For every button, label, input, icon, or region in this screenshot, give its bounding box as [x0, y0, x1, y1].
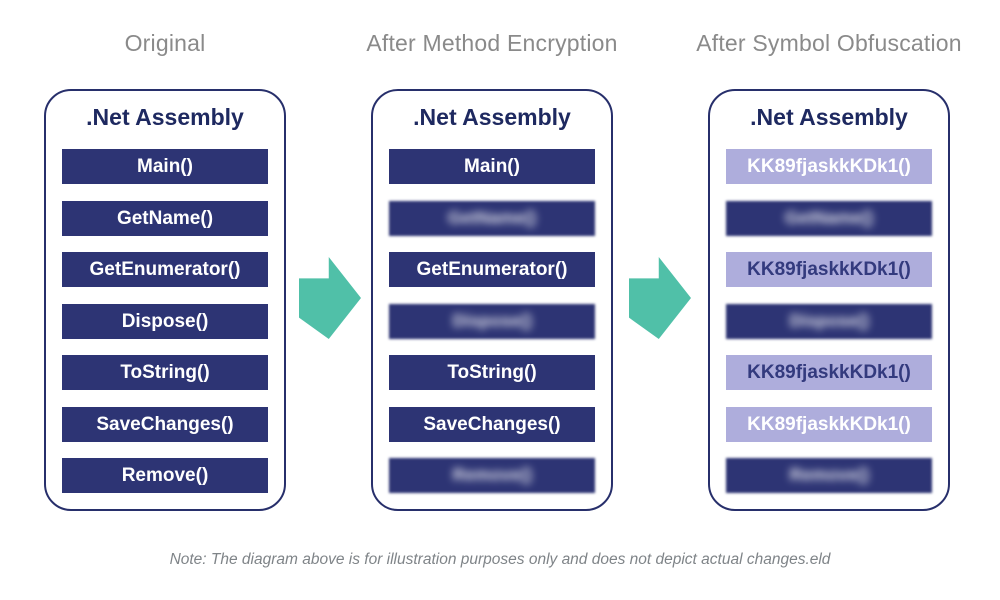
method-label: Remove()	[789, 465, 869, 486]
method-label: KK89fjaskkKDk1()	[747, 259, 911, 280]
assembly-panel-after-symbol-obfuscation: .Net Assembly KK89fjaskkKDk1() GetName()…	[708, 89, 950, 511]
method-list: KK89fjaskkKDk1() GetName() KK89fjaskkKDk…	[726, 149, 932, 493]
method-label: SaveChanges()	[96, 413, 234, 435]
column-header-original: Original	[124, 30, 206, 56]
method-label: GetName()	[784, 208, 874, 228]
method-row: ToString()	[389, 355, 595, 390]
method-label: Main()	[464, 156, 520, 177]
method-label: GetName()	[116, 207, 214, 229]
method-label: Dispose()	[452, 311, 532, 331]
method-label: ToString()	[120, 362, 210, 383]
method-row-encrypted: Dispose()	[726, 303, 932, 339]
method-label: KK89fjaskkKDk1()	[747, 413, 911, 435]
method-row: GetEnumerator()	[62, 252, 268, 287]
method-label: KK89fjaskkKDk1()	[747, 156, 911, 177]
method-row-encrypted: GetName()	[389, 200, 595, 236]
method-row: SaveChanges()	[389, 406, 595, 442]
column-header-after-symbol-obfuscation: After Symbol Obfuscation	[696, 30, 962, 56]
disclaimer-note: Note: The diagram above is for illustrat…	[169, 551, 831, 568]
method-label: Dispose()	[121, 310, 209, 332]
method-row: GetEnumerator()	[389, 252, 595, 287]
panel-title: .Net Assembly	[86, 104, 244, 130]
method-label: GetEnumerator()	[89, 259, 241, 280]
method-list: Main() GetName() GetEnumerator() Dispose…	[62, 149, 268, 493]
method-row: Remove()	[62, 458, 268, 493]
method-label: GetName()	[447, 208, 537, 228]
assembly-panel-original: .Net Assembly Main() GetName() GetEnumer…	[44, 89, 286, 511]
method-row-encrypted: Remove()	[389, 458, 595, 493]
method-label: Remove()	[452, 465, 532, 486]
method-label: GetEnumerator()	[416, 259, 568, 280]
method-label: ToString()	[447, 362, 537, 383]
column-header-after-method-encryption: After Method Encryption	[366, 30, 618, 56]
method-row-obfuscated: KK89fjaskkKDk1()	[726, 355, 932, 390]
method-row: GetName()	[62, 200, 268, 236]
method-row: Dispose()	[62, 303, 268, 339]
method-row-encrypted: GetName()	[726, 200, 932, 236]
method-row: Main()	[62, 149, 268, 184]
right-arrow-icon	[299, 257, 361, 339]
panel-title: .Net Assembly	[750, 104, 908, 130]
method-row: ToString()	[62, 355, 268, 390]
method-row-obfuscated: KK89fjaskkKDk1()	[726, 252, 932, 287]
assembly-panel-after-method-encryption: .Net Assembly Main() GetName() GetEnumer…	[371, 89, 613, 511]
right-arrow-icon	[629, 257, 691, 339]
method-row: Main()	[389, 149, 595, 184]
method-label: Remove()	[121, 465, 209, 486]
method-row-encrypted: Dispose()	[389, 303, 595, 339]
method-list: Main() GetName() GetEnumerator() Dispose…	[389, 149, 595, 493]
method-label: SaveChanges()	[423, 413, 561, 435]
method-row-obfuscated: KK89fjaskkKDk1()	[726, 149, 932, 184]
panel-title: .Net Assembly	[413, 104, 571, 130]
method-row-obfuscated: KK89fjaskkKDk1()	[726, 406, 932, 442]
method-label: Dispose()	[789, 311, 869, 331]
method-label: Main()	[137, 156, 193, 177]
method-label: KK89fjaskkKDk1()	[747, 362, 911, 383]
method-row-encrypted: Remove()	[726, 458, 932, 493]
method-row: SaveChanges()	[62, 406, 268, 442]
